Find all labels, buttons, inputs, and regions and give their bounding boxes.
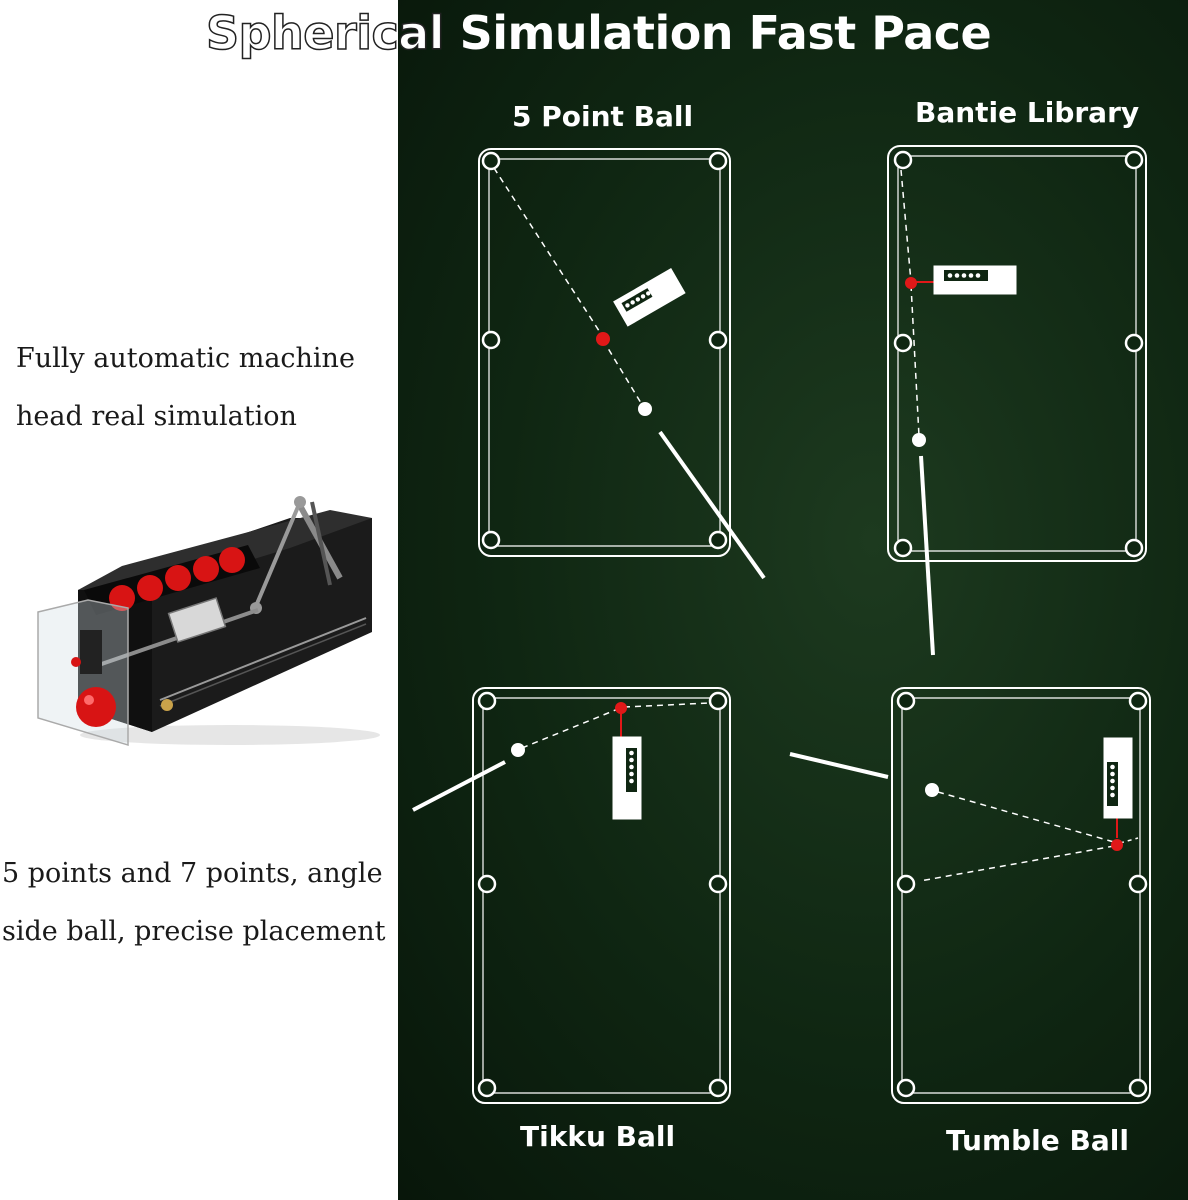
pocket-icons	[477, 691, 728, 1098]
description-placement: 5 points and 7 points, angle side ball, …	[2, 845, 385, 961]
cue-ball	[912, 433, 926, 447]
red-ball	[615, 702, 627, 714]
table-5-point-ball	[478, 148, 766, 580]
description-line: side ball, precise placement	[2, 916, 386, 947]
pocket-icons	[481, 151, 728, 550]
table-label-bantie: Bantie Library	[915, 96, 1140, 129]
table-bantie-library	[887, 145, 1147, 656]
table-tikku-ball	[412, 687, 731, 1104]
pocket-icons	[893, 150, 1144, 558]
red-ball	[596, 332, 610, 346]
description-line: Fully automatic machine	[16, 343, 355, 374]
cue-ball	[925, 783, 939, 797]
cue-ball	[638, 402, 652, 416]
table-label-tumble: Tumble Ball	[946, 1124, 1129, 1157]
ball-machine-image	[37, 496, 380, 747]
cue-ball	[511, 743, 525, 757]
red-ball	[1111, 839, 1123, 851]
felt-panel	[398, 0, 1188, 1200]
machine-head-icon	[613, 268, 686, 327]
description-line: 5 points and 7 points, angle	[2, 858, 383, 889]
table-label-5-point: 5 Point Ball	[512, 100, 694, 133]
title-part1: Spherical	[205, 5, 445, 61]
description-line: head real simulation	[16, 401, 297, 432]
pocket-icons	[896, 691, 1148, 1098]
page-title: Spherical Simulation Fast Pace	[205, 5, 992, 61]
red-ball	[905, 277, 917, 289]
table-tumble-ball	[789, 687, 1151, 1104]
title-part2: Simulation Fast Pace	[459, 6, 992, 60]
table-label-tikku: Tikku Ball	[520, 1120, 676, 1153]
description-automatic: Fully automatic machine head real simula…	[16, 330, 355, 446]
